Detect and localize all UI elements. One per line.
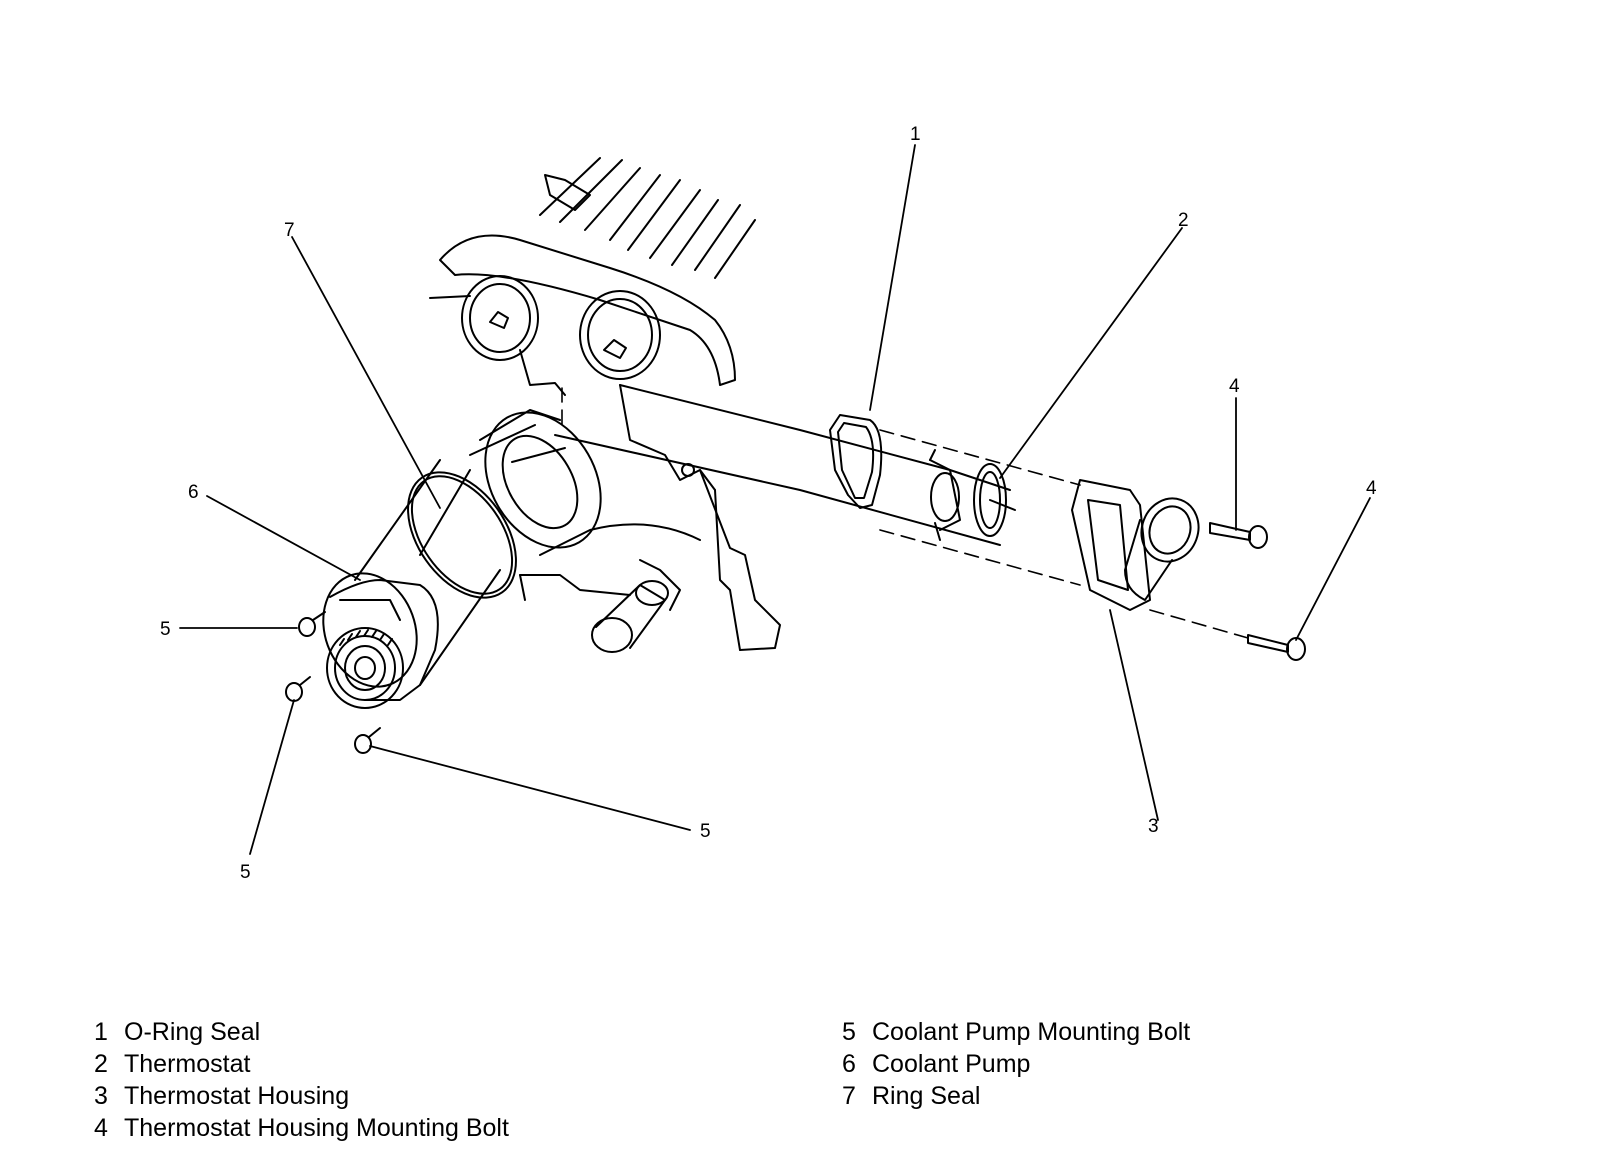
- housing-bolt-lower: [1247, 634, 1306, 661]
- leader-lines: [179, 144, 1371, 855]
- legend-item-6: 6 Coolant Pump: [842, 1048, 1190, 1080]
- legend-number: 2: [94, 1050, 108, 1078]
- legend-number: 6: [842, 1050, 856, 1078]
- legend-number: 5: [842, 1018, 856, 1046]
- coolant-pump: [322, 459, 501, 709]
- callout-5-left: 5: [160, 619, 171, 640]
- legend-label: Coolant Pump: [872, 1050, 1031, 1078]
- engine-block-drawing: [419, 157, 1011, 653]
- pump-bolt-1: [298, 611, 326, 637]
- cam-pulley-right: [579, 290, 661, 380]
- pump-gasket: [484, 411, 602, 549]
- o-ring-seal: [829, 414, 883, 509]
- legend-label: Ring Seal: [872, 1082, 981, 1110]
- legend-item-3: 3 Thermostat Housing: [94, 1080, 509, 1112]
- legend-item-2: 2 Thermostat: [94, 1048, 509, 1080]
- thermostat: [929, 449, 1016, 541]
- callout-6: 6: [188, 482, 199, 503]
- legend-label: Thermostat: [124, 1050, 251, 1078]
- legend-number: 3: [94, 1082, 108, 1110]
- legend-number: 1: [94, 1018, 108, 1046]
- housing-bolt-upper: [1209, 522, 1268, 549]
- legend-item-7: 7 Ring Seal: [842, 1080, 1190, 1112]
- legend-number: 7: [842, 1082, 856, 1110]
- thermostat-housing: [1071, 479, 1200, 611]
- legend-label: O-Ring Seal: [124, 1018, 261, 1046]
- legend-item-4: 4 Thermostat Housing Mounting Bolt: [94, 1112, 509, 1144]
- callout-5-bottom: 5: [240, 862, 251, 883]
- callout-7: 7: [284, 220, 295, 241]
- assembly-centerlines: [561, 387, 1249, 639]
- pump-bolt-2: [285, 676, 311, 702]
- legend-item-1: 1 O-Ring Seal: [94, 1016, 509, 1048]
- legend-right: 5 Coolant Pump Mounting Bolt 6 Coolant Pum…: [842, 1016, 1190, 1112]
- callout-4-upper: 4: [1229, 376, 1240, 397]
- cam-pulley-left: [461, 275, 539, 361]
- legend-label: Thermostat Housing: [124, 1082, 350, 1110]
- callout-3: 3: [1148, 816, 1159, 837]
- legend-label: Thermostat Housing Mounting Bolt: [124, 1114, 509, 1142]
- ring-seal: [407, 471, 517, 599]
- callout-5-lower-right: 5: [700, 821, 711, 842]
- callout-2: 2: [1178, 210, 1189, 231]
- outlet-tube: [591, 617, 633, 653]
- legend-number: 4: [94, 1114, 108, 1142]
- legend-label: Coolant Pump Mounting Bolt: [872, 1018, 1191, 1046]
- callout-1: 1: [910, 124, 921, 145]
- pump-bolt-3: [354, 727, 381, 754]
- callout-4-lower: 4: [1366, 478, 1377, 499]
- legend-item-5: 5 Coolant Pump Mounting Bolt: [842, 1016, 1190, 1048]
